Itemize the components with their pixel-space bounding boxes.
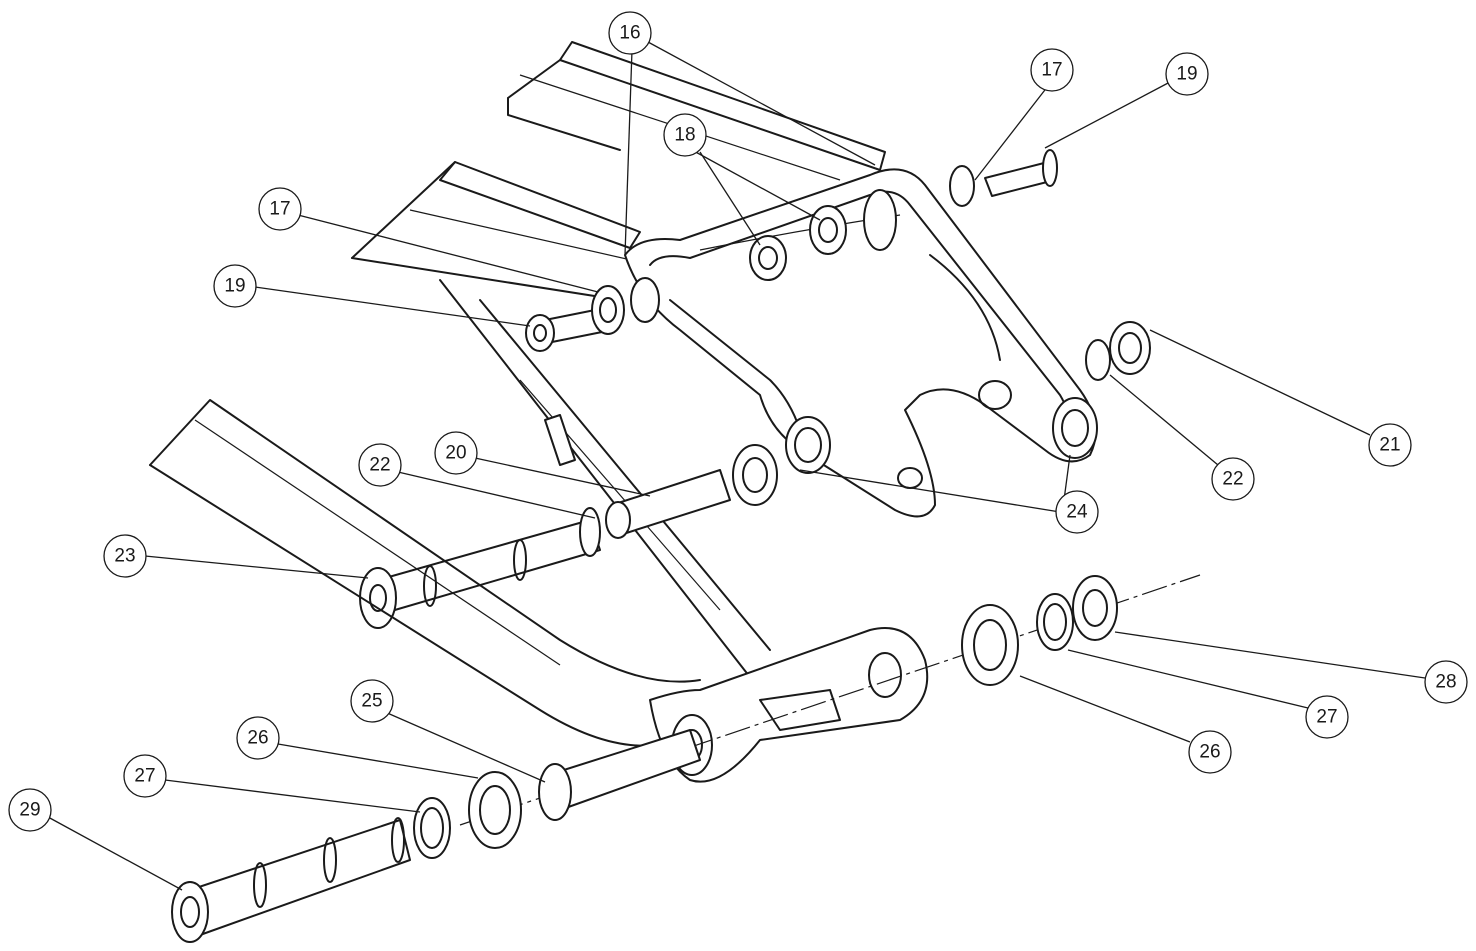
svg-text:22: 22 [369,455,390,476]
svg-text:23: 23 [114,546,135,567]
balloon-19-top: 19 [1165,52,1209,96]
svg-text:19: 19 [224,276,245,297]
svg-text:27: 27 [1316,707,1337,728]
svg-text:28: 28 [1435,672,1456,693]
svg-text:18: 18 [674,125,695,146]
svg-text:22: 22 [1222,469,1243,490]
rocker-link [624,168,1098,518]
balloon-18: 18 [663,113,707,157]
balloon-26-left: 26 [236,716,280,760]
lower-pivot-hardware [171,574,1201,943]
svg-text:25: 25 [361,691,382,712]
balloon-19-left: 19 [213,264,257,308]
svg-text:16: 16 [619,23,640,44]
svg-text:20: 20 [445,443,466,464]
balloon-26-right: 26 [1188,730,1232,774]
balloon-27-left: 27 [123,754,167,798]
svg-text:17: 17 [269,199,290,220]
balloon-21: 21 [1368,423,1412,467]
balloon-16: 16 [608,11,652,55]
balloon-22-right: 22 [1211,457,1255,501]
svg-text:29: 29 [19,800,40,821]
svg-text:21: 21 [1379,435,1400,456]
svg-text:24: 24 [1066,502,1088,523]
svg-text:26: 26 [1199,742,1220,763]
leader-lines [47,41,1426,891]
upper-hardware [525,149,1151,381]
pivot-axle-assembly [359,444,778,629]
balloon-23: 23 [103,534,147,578]
balloon-25: 25 [350,679,394,723]
balloon-20: 20 [434,431,478,475]
balloon-17-left: 17 [258,187,302,231]
balloon-27-right: 27 [1305,695,1349,739]
svg-text:17: 17 [1041,60,1062,81]
balloon-22-left: 22 [358,443,402,487]
svg-text:27: 27 [134,766,155,787]
balloon-29: 29 [8,788,52,832]
svg-text:19: 19 [1176,64,1197,85]
balloon-17-top: 17 [1030,48,1074,92]
svg-text:26: 26 [247,728,268,749]
balloon-24: 24 [1055,490,1099,534]
balloon-28: 28 [1424,660,1468,704]
